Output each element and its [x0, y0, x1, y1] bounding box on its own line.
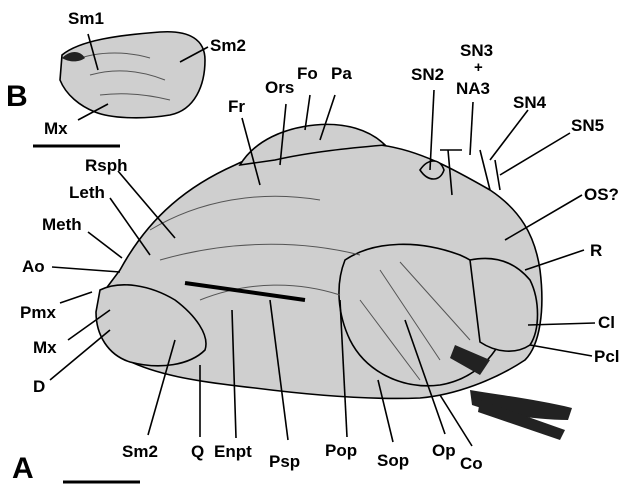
label-co: Co — [460, 454, 483, 473]
label-mx: Mx — [33, 338, 57, 357]
label-sop: Sop — [377, 451, 409, 470]
label-sm1: Sm1 — [68, 9, 104, 28]
panel-b-drawing — [60, 32, 205, 118]
label-ors: Ors — [265, 78, 294, 97]
label-meth: Meth — [42, 215, 82, 234]
label-pa: Pa — [331, 64, 352, 83]
panel-label-a: A — [12, 452, 34, 485]
label-pop: Pop — [325, 441, 357, 460]
label-q: Q — [191, 442, 204, 461]
label-d: D — [33, 377, 45, 396]
label-mx-panel-b: Mx — [44, 119, 68, 138]
label-plus: + — [474, 59, 483, 76]
label-sm2: Sm2 — [122, 442, 158, 461]
label-sn5: SN5 — [571, 116, 604, 135]
label-ao: Ao — [22, 257, 45, 276]
panel-label-b: B — [6, 80, 28, 113]
label-cl: Cl — [598, 313, 615, 332]
label-pmx: Pmx — [20, 303, 56, 322]
label-r: R — [590, 241, 602, 260]
label-fo: Fo — [297, 64, 318, 83]
label-op: Op — [432, 441, 456, 460]
label-os: OS? — [584, 185, 619, 204]
label-sm2-panel-b: Sm2 — [210, 36, 246, 55]
label-sn3: SN3 — [460, 41, 493, 60]
label-na3: NA3 — [456, 79, 490, 98]
label-pcl: Pcl — [594, 347, 620, 366]
label-enpt: Enpt — [214, 442, 252, 461]
panel-a-drawing — [96, 124, 572, 440]
label-psp: Psp — [269, 452, 300, 471]
label-rsph: Rsph — [85, 156, 128, 175]
label-sn2: SN2 — [411, 65, 444, 84]
label-leth: Leth — [69, 183, 105, 202]
label-sn4: SN4 — [513, 93, 547, 112]
label-fr: Fr — [228, 97, 245, 116]
